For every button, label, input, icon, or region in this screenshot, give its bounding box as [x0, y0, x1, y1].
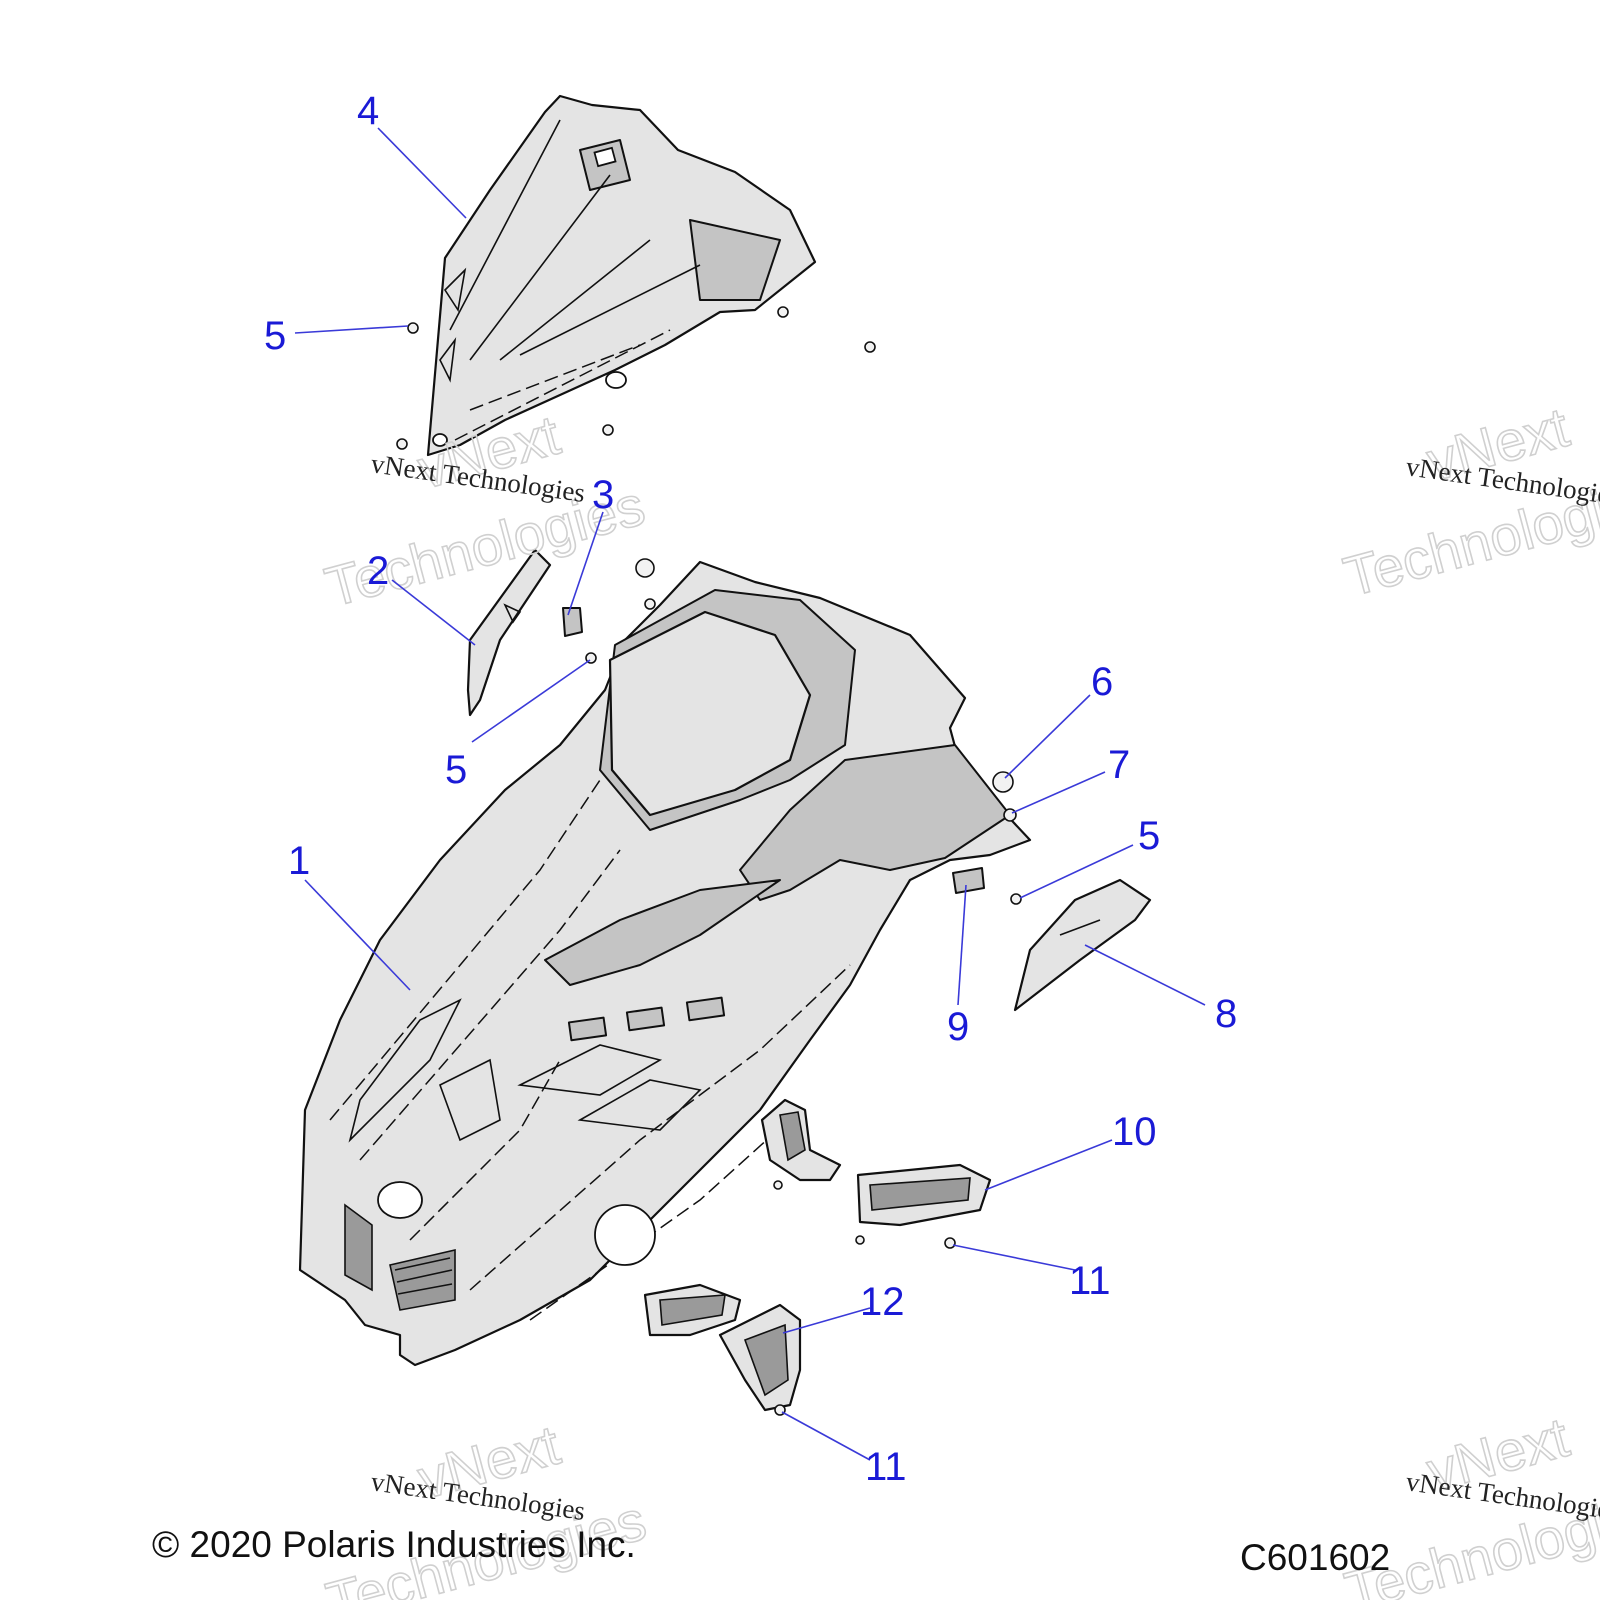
part-upper-grille: [760, 1098, 992, 1245]
windshield-screws: [396, 306, 876, 450]
part-windshield: [426, 94, 817, 457]
callout-5: 5: [1138, 814, 1160, 858]
part-right-side-panel: [1013, 878, 1152, 1012]
panel-screws: [585, 558, 656, 664]
callout-5: 5: [264, 314, 286, 358]
callout-1: 1: [288, 839, 310, 883]
callout-8: 8: [1215, 992, 1237, 1036]
callout-labels: 4 5 3 2 5 6 7 5 1 9 8 10 11 12 11: [264, 89, 1237, 1489]
callout-3: 3: [592, 473, 614, 517]
callout-5: 5: [445, 748, 467, 792]
callout-7: 7: [1108, 743, 1130, 787]
callout-6: 6: [1091, 660, 1113, 704]
part-side-screw: [1010, 893, 1022, 905]
copyright-notice: © 2020 Polaris Industries Inc.: [152, 1524, 636, 1565]
callout-2: 2: [367, 549, 389, 593]
callout-9: 9: [947, 1005, 969, 1049]
part-bracket: [952, 867, 985, 894]
part-upper-nut: [944, 1237, 956, 1249]
part-hood: [298, 560, 1032, 1367]
callout-11: 11: [865, 1445, 907, 1489]
part-left-side-panel: [466, 548, 552, 717]
callout-11: 11: [1069, 1259, 1111, 1303]
callout-10: 10: [1112, 1110, 1157, 1154]
figure-code: C601602: [1240, 1537, 1390, 1578]
part-clip: [562, 607, 583, 637]
leader-lines: [294, 127, 1206, 1461]
part-lower-grille: [643, 1283, 802, 1412]
callout-12: 12: [860, 1280, 905, 1324]
callout-4: 4: [357, 89, 379, 133]
